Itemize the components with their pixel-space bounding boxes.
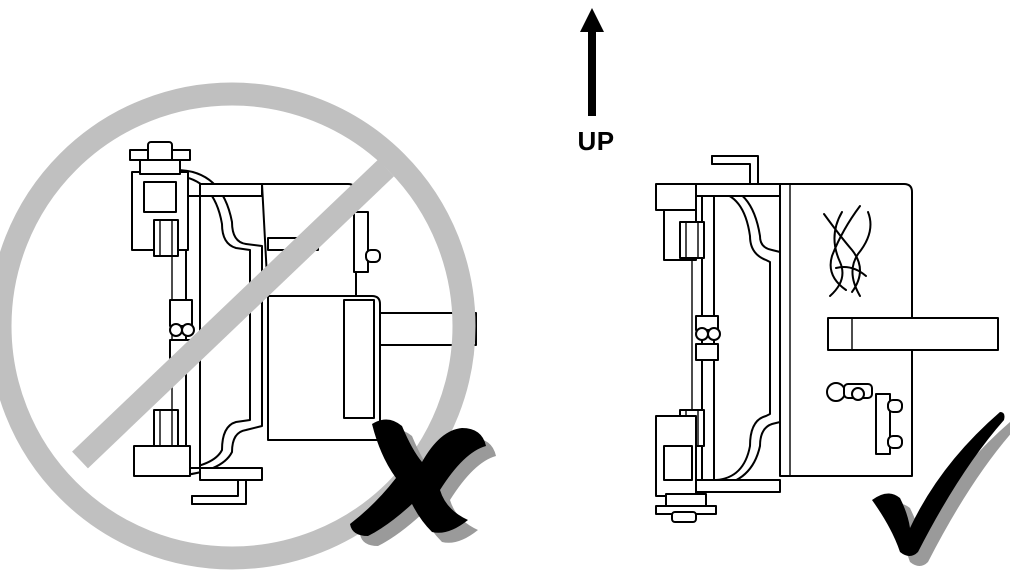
bearing-ball — [169, 323, 183, 337]
plate-top-flange — [199, 183, 263, 197]
correct-orientation-assembly — [655, 155, 999, 523]
output-shaft — [827, 317, 999, 351]
top-clamp — [655, 183, 697, 211]
up-arrow-icon — [580, 8, 604, 116]
bearing-ball — [695, 327, 709, 341]
bottom-bolt-nut — [665, 493, 707, 507]
top-roller — [679, 221, 705, 259]
bracket-stud — [887, 435, 903, 449]
l-bracket — [711, 155, 759, 185]
spring-block — [169, 299, 193, 327]
plate-bottom-flange — [199, 467, 263, 481]
top-bolt-nut — [139, 159, 181, 175]
side-bracket — [353, 211, 369, 273]
bottom-bolt-head — [671, 511, 697, 523]
up-direction-label: UP — [577, 126, 615, 156]
l-bracket — [191, 479, 247, 505]
top-clamp-block — [143, 181, 177, 213]
wire-bundle — [823, 205, 872, 297]
bottom-clamp-block — [663, 445, 693, 481]
motor-face — [343, 299, 375, 419]
bearing-ball — [181, 323, 195, 337]
x-mark-icon — [350, 419, 496, 546]
bottom-clamp — [133, 445, 191, 477]
curved-mount-plate — [715, 185, 781, 487]
bearing-ball — [707, 327, 721, 341]
bracket-stud — [365, 249, 381, 263]
side-bracket — [875, 393, 891, 455]
bracket-stud — [887, 399, 903, 413]
checkmark-icon — [872, 412, 1010, 566]
top-roller — [153, 219, 179, 257]
prohibition-sign-icon — [0, 82, 476, 570]
bottom-roller — [153, 409, 179, 447]
spring-block-lower — [695, 343, 719, 361]
fitting-nut — [826, 382, 846, 402]
